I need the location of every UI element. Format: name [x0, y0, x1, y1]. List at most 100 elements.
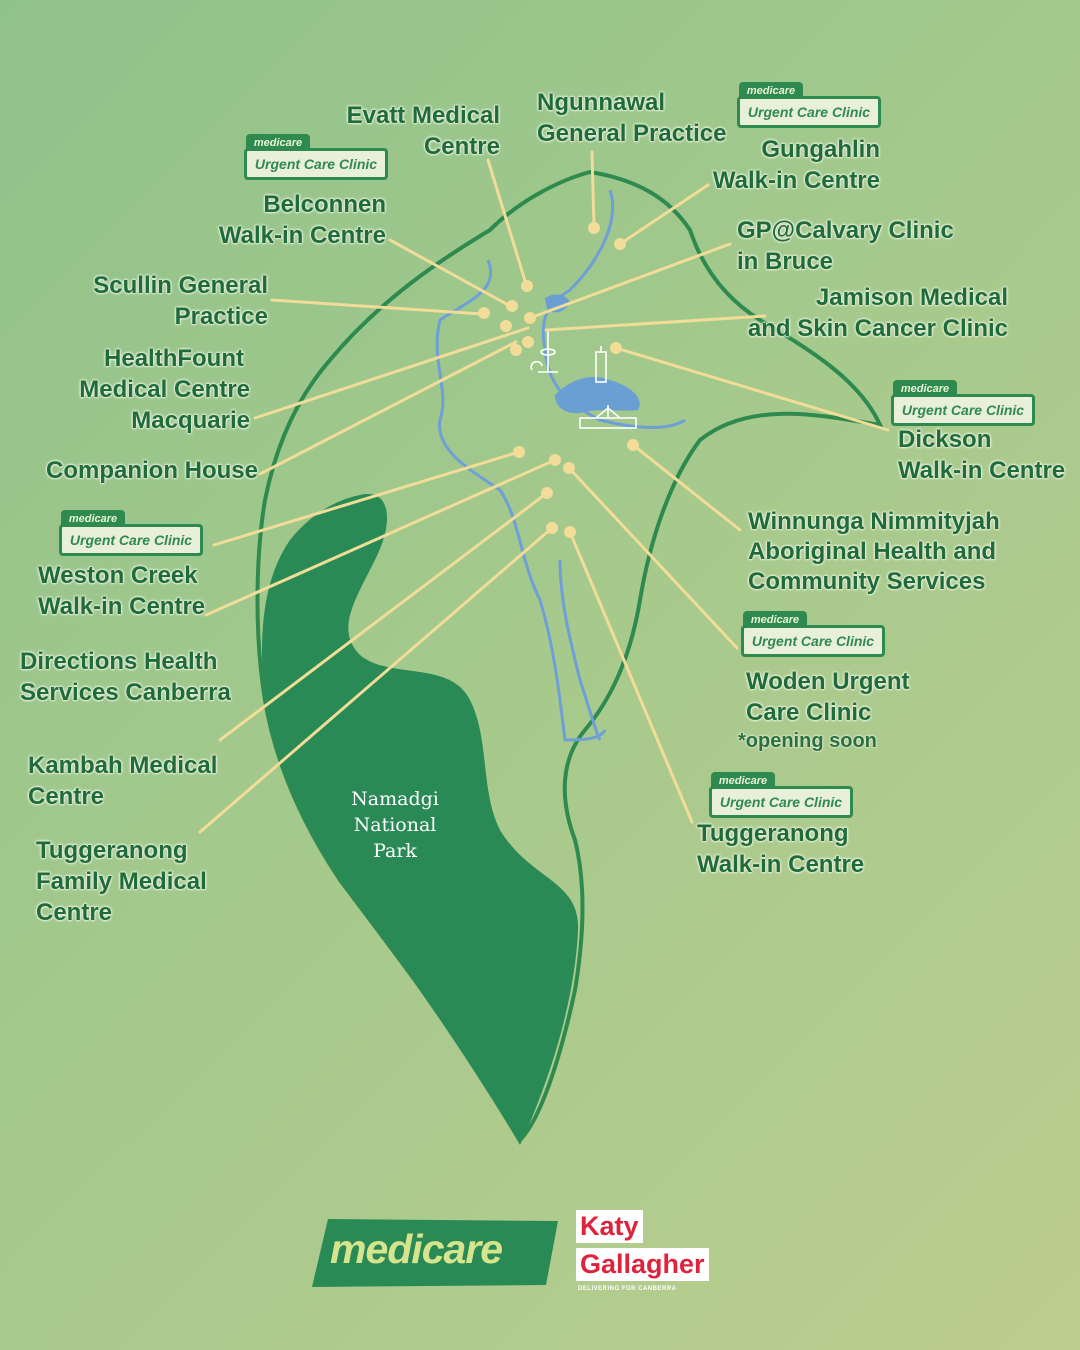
label-line: Scullin General [93, 272, 268, 299]
dot-winnunga [627, 439, 639, 451]
label-line: Woden Urgent [746, 668, 910, 695]
label-line: Care Clinic [746, 699, 872, 726]
gallagher-text: Gallagher [576, 1248, 709, 1281]
dot-healthfount [522, 336, 534, 348]
label-line: Gungahlin [761, 136, 880, 163]
label-line: in Bruce [737, 248, 834, 275]
label-healthfount: HealthFount Medical Centre Macquarie [60, 343, 250, 436]
urgent-care-badge-gungahlin: medicare Urgent Care Clinic [737, 82, 881, 128]
label-line: Winnunga Nimmityjah [748, 508, 1000, 535]
park-label-line: Park [373, 840, 417, 862]
badge-ucc-text: Urgent Care Clinic [59, 524, 203, 556]
river-queanbeyan [558, 559, 602, 741]
katy-text: Katy [576, 1210, 643, 1243]
dot-woden [563, 462, 575, 474]
badge-medicare-text: medicare [739, 82, 803, 100]
badge-ucc-text: Urgent Care Clinic [737, 96, 881, 128]
label-line: Medical Centre [79, 376, 250, 403]
dot-belconnen [506, 300, 518, 312]
label-gungahlin: Gungahlin Walk-in Centre [700, 134, 880, 196]
label-line: and Skin Cancer Clinic [747, 315, 1008, 342]
urgent-care-badge-weston: medicare Urgent Care Clinic [59, 510, 203, 556]
label-line: Jamison Medical [815, 284, 1008, 311]
label-winnunga: Winnunga Nimmityjah Aboriginal Health an… [748, 507, 1000, 597]
label-ngunnawal: Ngunnawal General Practice [537, 87, 726, 149]
building-icon [595, 346, 607, 383]
label-woden: Woden Urgent Care Clinic [746, 666, 910, 728]
badge-medicare-text: medicare [61, 510, 125, 528]
label-line: Community Services [748, 568, 986, 595]
label-jamison: Jamison Medical and Skin Cancer Clinic [740, 282, 1008, 344]
label-line: Aboriginal Health and [748, 538, 997, 565]
label-belconnen: Belconnen Walk-in Centre [200, 189, 386, 251]
dot-gp-calvary [524, 312, 536, 324]
badge-medicare-text: medicare [893, 380, 957, 398]
label-line: Family Medical [36, 868, 207, 895]
lake-ginninderra [545, 294, 570, 313]
medicare-logo-shape [312, 1219, 558, 1287]
urgent-care-badge-woden: medicare Urgent Care Clinic [741, 611, 885, 657]
label-line: Walk-in Centre [38, 593, 206, 620]
badge-ucc-text: Urgent Care Clinic [244, 148, 388, 180]
medicare-logo-text: medicare [330, 1226, 503, 1272]
label-line: Ngunnawal [537, 89, 666, 116]
label-line: Kambah Medical [28, 752, 218, 779]
lake-burley-griffin [555, 376, 640, 414]
namadgi-park-label: Namadgi National Park [340, 786, 450, 864]
dot-companion [510, 344, 522, 356]
label-companion: Companion House [46, 455, 258, 486]
label-line: Evatt Medical [346, 102, 500, 129]
label-line: Centre [28, 783, 105, 810]
label-line: Companion House [46, 457, 259, 484]
label-line: Services Canberra [20, 679, 231, 706]
label-line: Practice [174, 303, 268, 330]
label-line: Tuggeranong [697, 820, 849, 847]
dot-ngunnawal [588, 222, 600, 234]
label-kambah: Kambah Medical Centre [28, 750, 217, 812]
badge-ucc-text: Urgent Care Clinic [709, 786, 853, 818]
dot-scullin [478, 307, 490, 319]
urgent-care-badge-dickson: medicare Urgent Care Clinic [891, 380, 1035, 426]
dot-kambah [541, 487, 553, 499]
label-line: Centre [423, 133, 500, 160]
dot-tuggeranong-family [546, 522, 558, 534]
woden-opening-note: *opening soon [738, 730, 877, 752]
badge-medicare-text: medicare [246, 134, 310, 152]
label-directions: Directions Health Services Canberra [20, 646, 231, 708]
label-line: Walk-in Centre [898, 457, 1066, 484]
label-line: Dickson [898, 426, 992, 453]
label-line: Centre [36, 899, 113, 926]
dot-dickson [610, 342, 622, 354]
dot-jamison [500, 320, 512, 332]
label-tuggeranong-family: Tuggeranong Family Medical Centre [36, 835, 207, 928]
label-line: GP@Calvary Clinic [737, 217, 954, 244]
label-tuggeranong-walkin: Tuggeranong Walk-in Centre [697, 818, 864, 880]
dot-directions [549, 454, 561, 466]
label-gp-calvary: GP@Calvary Clinic in Bruce [737, 215, 954, 277]
label-line: HealthFount [104, 345, 244, 372]
label-line: General Practice [537, 120, 727, 147]
label-evatt: Evatt Medical Centre [330, 100, 500, 162]
river-murrumbidgee [435, 259, 607, 742]
act-border [255, 169, 884, 1144]
label-scullin: Scullin General Practice [80, 270, 268, 332]
badge-medicare-text: medicare [743, 611, 807, 629]
label-line: Walk-in Centre [218, 222, 386, 249]
park-label-line: National [353, 814, 437, 836]
label-line: Belconnen [263, 191, 386, 218]
dot-gungahlin [614, 238, 626, 250]
urgent-care-badge-tuggeranong: medicare Urgent Care Clinic [709, 772, 853, 818]
parliament-house-icon [579, 405, 637, 429]
label-line: Directions Health [20, 648, 218, 675]
label-line: Tuggeranong [36, 837, 188, 864]
dot-weston [513, 446, 525, 458]
label-line: Weston Creek [38, 562, 198, 589]
park-label-line: Namadgi [351, 788, 439, 810]
badge-ucc-text: Urgent Care Clinic [741, 625, 885, 657]
leader-lines [198, 150, 890, 834]
badge-ucc-text: Urgent Care Clinic [891, 394, 1035, 426]
dot-evatt [521, 280, 533, 292]
label-line: Walk-in Centre [712, 167, 880, 194]
badge-medicare-text: medicare [711, 772, 775, 790]
